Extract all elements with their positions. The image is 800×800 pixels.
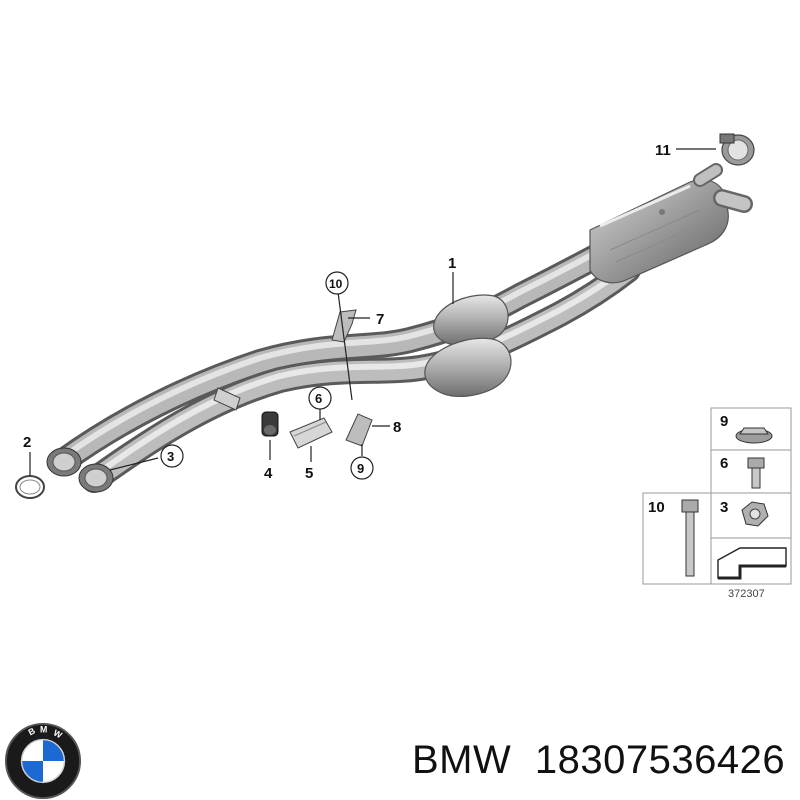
front-flanges — [46, 447, 114, 493]
callout-1: 1 — [448, 255, 456, 272]
svg-text:B: B — [27, 726, 37, 738]
callout-3: 3 — [167, 449, 174, 464]
bmw-roundel-icon: B M W — [4, 722, 82, 800]
rubber-mount — [213, 387, 279, 437]
catalytic-converter-rear — [433, 294, 509, 346]
gasket-ring — [15, 475, 45, 499]
callout-7: 7 — [376, 311, 384, 328]
legend-label-3: 3 — [720, 499, 728, 516]
center-muffler — [589, 163, 753, 284]
callout-labels: 1 2 3 4 5 6 7 8 9 10 11 — [23, 142, 671, 482]
part-number: 18307536426 — [534, 738, 786, 782]
legend-label-6: 6 — [720, 455, 728, 472]
hex-bolt-short-icon — [747, 457, 765, 489]
flange-nut-icon — [735, 427, 773, 444]
exhaust-pipe-assembly — [49, 235, 641, 493]
part-caption: BMW 18307536426 — [412, 738, 785, 783]
callout-4: 4 — [264, 465, 273, 482]
hanger-bracket-lower — [345, 413, 373, 447]
long-bolt-icon — [681, 499, 699, 577]
callout-6: 6 — [315, 391, 322, 406]
svg-text:M: M — [40, 725, 47, 735]
legend-label-10: 10 — [648, 499, 665, 516]
callout-5: 5 — [305, 465, 313, 482]
callout-9: 9 — [357, 461, 364, 476]
callout-11: 11 — [655, 142, 671, 159]
hex-nut-icon — [741, 501, 769, 527]
diagram-reference-number: 372307 — [728, 588, 765, 600]
callout-10: 10 — [329, 277, 343, 291]
mount-bracket — [289, 417, 333, 449]
brand-name: BMW — [412, 738, 512, 782]
hardware-legend: 9 6 3 10 372307 — [642, 407, 792, 600]
callout-8: 8 — [393, 419, 401, 436]
leader-lines — [29, 148, 716, 476]
legend-label-9: 9 — [720, 413, 728, 430]
direction-arrow-icon — [717, 547, 787, 580]
pipe-clamp — [719, 133, 755, 166]
callout-2: 2 — [23, 434, 31, 451]
catalytic-converter-front — [424, 337, 512, 397]
